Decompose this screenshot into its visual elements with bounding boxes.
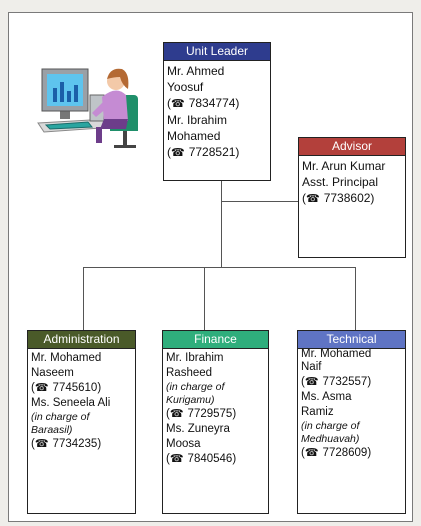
administration-phone-1: 7745610) bbox=[52, 382, 102, 394]
connector-horizontal bbox=[83, 267, 356, 268]
finance-phone-1: 7729575) bbox=[187, 408, 237, 420]
unit-leader-name-1b: Yoosuf bbox=[167, 80, 204, 94]
person-at-computer-icon bbox=[30, 55, 150, 155]
technical-phone-2: 7728609) bbox=[322, 447, 372, 459]
unit-leader-name-1a: Mr. Ahmed bbox=[167, 64, 225, 78]
finance-name-2b: Moosa bbox=[166, 438, 201, 450]
phone-icon: ☎ bbox=[34, 382, 49, 394]
technical-name-2a: Ms. Asma bbox=[301, 391, 352, 403]
finance-box: Finance Mr. Ibrahim Rasheed (in charge o… bbox=[162, 330, 269, 514]
technical-note-a: (in charge of bbox=[301, 420, 360, 432]
connector-technical bbox=[355, 267, 356, 330]
technical-note-b: Medhuavah) bbox=[301, 433, 360, 445]
finance-phone-2: 7840546) bbox=[187, 453, 237, 465]
phone-icon: ☎ bbox=[171, 98, 185, 110]
administration-title: Administration bbox=[28, 331, 135, 349]
advisor-phone: 7738602) bbox=[323, 191, 375, 205]
unit-leader-name-2b: Mohamed bbox=[167, 129, 221, 143]
unit-leader-name-2a: Mr. Ibrahim bbox=[167, 113, 228, 127]
phone-icon: ☎ bbox=[171, 147, 185, 159]
finance-note-a: (in charge of bbox=[166, 381, 225, 393]
technical-name-1b: Naif bbox=[301, 361, 322, 373]
phone-icon: ☎ bbox=[34, 438, 49, 450]
phone-icon: ☎ bbox=[169, 453, 184, 465]
advisor-title: Advisor bbox=[299, 138, 405, 156]
finance-title: Finance bbox=[163, 331, 268, 349]
administration-phone-2: 7734235) bbox=[52, 438, 102, 450]
connector-advisor bbox=[221, 201, 299, 202]
finance-name-1b: Rasheed bbox=[166, 367, 213, 379]
finance-name-2a: Ms. Zuneyra bbox=[166, 423, 230, 435]
finance-name-1a: Mr. Ibrahim bbox=[166, 352, 224, 364]
technical-box: Technical Mr. Mohamed Naif (☎7732557) Ms… bbox=[297, 330, 406, 514]
connector-leader-down bbox=[221, 180, 222, 268]
administration-note-b: Baraasil) bbox=[31, 424, 73, 436]
phone-icon: ☎ bbox=[304, 447, 319, 459]
administration-name-2: Ms. Seneela Ali bbox=[31, 397, 111, 409]
advisor-position: Asst. Principal bbox=[302, 175, 379, 189]
administration-note-a: (in charge of bbox=[31, 411, 90, 423]
unit-leader-phone-1: 7834774) bbox=[188, 96, 240, 110]
phone-icon: ☎ bbox=[304, 376, 319, 388]
phone-icon: ☎ bbox=[169, 408, 184, 420]
phone-icon: ☎ bbox=[306, 193, 320, 205]
administration-name-1a: Mr. Mohamed bbox=[31, 352, 102, 364]
advisor-name: Mr. Arun Kumar bbox=[302, 159, 386, 173]
technical-phone-1: 7732557) bbox=[322, 376, 372, 388]
connector-administration bbox=[83, 267, 84, 330]
technical-name-2b: Ramiz bbox=[301, 406, 334, 418]
unit-leader-phone-2: 7728521) bbox=[188, 145, 240, 159]
administration-box: Administration Mr. Mohamed Naseem (☎7745… bbox=[27, 330, 136, 514]
technical-name-1a: Mr. Mohamed bbox=[301, 349, 372, 360]
connector-finance bbox=[204, 267, 205, 330]
unit-leader-box: Unit Leader Mr. Ahmed Yoosuf (☎7834774) … bbox=[163, 42, 271, 181]
advisor-box: Advisor Mr. Arun Kumar Asst. Principal (… bbox=[298, 137, 406, 258]
finance-note-b: Kurigamu) bbox=[166, 394, 215, 406]
unit-leader-title: Unit Leader bbox=[164, 43, 270, 61]
administration-name-1b: Naseem bbox=[31, 367, 74, 379]
technical-title: Technical bbox=[298, 331, 405, 349]
